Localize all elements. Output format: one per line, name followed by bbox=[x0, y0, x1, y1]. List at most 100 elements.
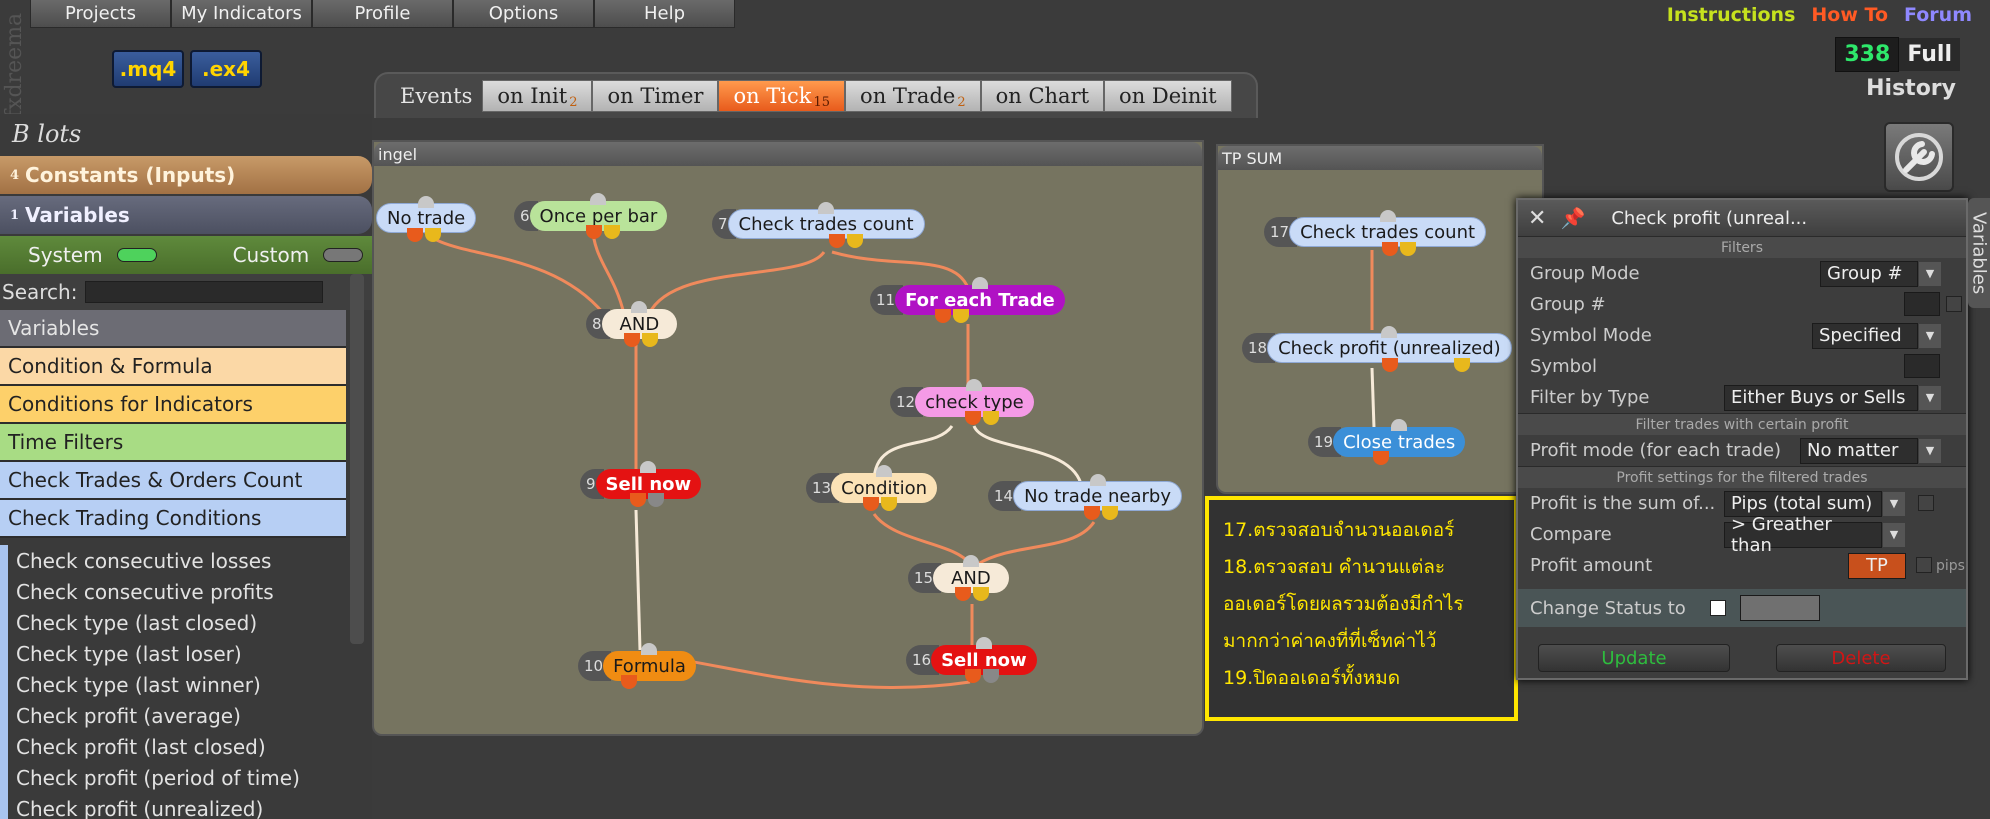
constants-section[interactable]: 4 Constants (Inputs) bbox=[0, 156, 372, 194]
status-color-swatch[interactable] bbox=[1740, 595, 1820, 621]
tab-on-chart[interactable]: on Chart bbox=[980, 80, 1105, 112]
search-input[interactable] bbox=[85, 281, 324, 303]
tab-label: on Trade bbox=[860, 84, 956, 108]
menu-projects[interactable]: Projects bbox=[30, 0, 171, 28]
group-number-checkbox[interactable] bbox=[1946, 296, 1962, 312]
list-item[interactable]: Check type (last loser) bbox=[16, 641, 242, 666]
field-label: Profit is the sum of... bbox=[1530, 493, 1716, 514]
node-no-trade-nearby[interactable]: 14 No trade nearby bbox=[988, 474, 1182, 520]
node-check-profit-18[interactable]: 18 Check profit (unrealized) bbox=[1242, 326, 1512, 372]
symbol-mode-select[interactable]: Specified▼ bbox=[1812, 322, 1941, 349]
left-scrollbar[interactable] bbox=[350, 274, 364, 644]
wrench-icon[interactable] bbox=[1884, 122, 1954, 192]
group-mode-select[interactable]: Group #▼ bbox=[1820, 260, 1941, 287]
pips-checkbox[interactable] bbox=[1916, 557, 1932, 573]
tab-on-timer[interactable]: on Timer bbox=[592, 80, 719, 112]
menu-help[interactable]: Help bbox=[594, 0, 735, 28]
node-sell-now-9[interactable]: 9 Sell now bbox=[580, 461, 702, 507]
project-title: B lots bbox=[12, 120, 82, 148]
node-text: Check trades count bbox=[738, 213, 914, 235]
list-item[interactable]: Check profit (unrealized) bbox=[16, 796, 264, 819]
instructions-link[interactable]: Instructions bbox=[1666, 4, 1796, 26]
forum-link[interactable]: Forum bbox=[1904, 4, 1972, 26]
dialog-titlebar[interactable]: ✕ 📌 Check profit (unreal... bbox=[1518, 200, 1966, 236]
close-icon[interactable]: ✕ bbox=[1528, 205, 1547, 231]
variables-section[interactable]: 1 Variables bbox=[0, 196, 372, 234]
node-sell-now-16[interactable]: 16 Sell now bbox=[906, 637, 1037, 683]
ex4-button[interactable]: .ex4 bbox=[190, 50, 262, 88]
update-button[interactable]: Update bbox=[1538, 644, 1730, 672]
category-check-trades-orders-count[interactable]: Check Trades & Orders Count bbox=[0, 462, 346, 500]
node-no-trade[interactable]: No trade bbox=[376, 196, 477, 242]
compare-select[interactable]: > Greather than▼ bbox=[1724, 514, 1905, 556]
menu-my-indicators[interactable]: My Indicators bbox=[171, 0, 312, 28]
full-button[interactable]: Full bbox=[1899, 37, 1960, 71]
node-text: Sell now bbox=[605, 473, 692, 495]
category-check-trading-conditions[interactable]: Check Trading Conditions bbox=[0, 500, 346, 538]
list-item[interactable]: Check consecutive losses bbox=[16, 548, 272, 573]
category-time-filters[interactable]: Time Filters bbox=[0, 424, 346, 462]
counter-value: 338 bbox=[1835, 36, 1900, 72]
section-profit-filter: Filter trades with certain profit bbox=[1518, 413, 1966, 435]
menu-options[interactable]: Options bbox=[453, 0, 594, 28]
list-item[interactable]: Check type (last closed) bbox=[16, 610, 258, 635]
mq4-button[interactable]: .mq4 bbox=[112, 50, 184, 88]
tab-label: on Deinit bbox=[1119, 84, 1217, 108]
system-label: System bbox=[28, 243, 103, 267]
pin-icon[interactable]: 📌 bbox=[1560, 206, 1586, 230]
node-label: Formula bbox=[603, 643, 696, 689]
node-check-type[interactable]: 12 check type bbox=[890, 379, 1034, 425]
symbol-input[interactable] bbox=[1904, 354, 1940, 378]
category-variables[interactable]: Variables bbox=[0, 310, 346, 348]
category-condition-formula[interactable]: Condition & Formula bbox=[0, 348, 346, 386]
how-to-link[interactable]: How To bbox=[1811, 4, 1889, 26]
node-check-trades-count[interactable]: 7 Check trades count bbox=[712, 202, 925, 248]
workspace-canvas-tp-sum[interactable]: TP SUM 17 Check trades count 18 Check pr… bbox=[1216, 144, 1544, 494]
history-button[interactable]: History bbox=[1866, 76, 1956, 101]
select-value: Pips (total sum) bbox=[1731, 493, 1873, 514]
list-item[interactable]: Check profit (period of time) bbox=[16, 765, 300, 790]
counter: 338 Full bbox=[1835, 36, 1960, 72]
node-and-15[interactable]: 15 AND bbox=[908, 555, 1009, 601]
profit-sum-checkbox[interactable] bbox=[1918, 495, 1934, 511]
list-item[interactable]: Check profit (last closed) bbox=[16, 734, 266, 759]
workspace-canvas-main[interactable]: ingel No trade 6 Once per bar 7 Check tr… bbox=[372, 140, 1204, 736]
node-condition[interactable]: 13 Condition bbox=[806, 465, 937, 511]
tab-count: 2 bbox=[957, 94, 966, 110]
row-compare: Compare > Greather than▼ bbox=[1518, 514, 1966, 556]
node-close-trades-19[interactable]: 19 Close trades bbox=[1308, 419, 1466, 465]
node-label: Sell now bbox=[595, 461, 702, 507]
custom-toggle[interactable] bbox=[323, 248, 364, 262]
node-text: AND bbox=[619, 313, 660, 335]
list-item[interactable]: Check profit (average) bbox=[16, 703, 241, 728]
profit-mode-select[interactable]: No matter▼ bbox=[1800, 437, 1941, 464]
list-item[interactable]: Check consecutive profits bbox=[16, 579, 274, 604]
filter-type-select[interactable]: Either Buys or Sells▼ bbox=[1724, 384, 1941, 411]
search-label: Search: bbox=[2, 280, 78, 304]
system-toggle[interactable] bbox=[116, 248, 157, 262]
category-conditions-indicators[interactable]: Conditions for Indicators bbox=[0, 386, 346, 424]
chevron-down-icon: ▼ bbox=[1919, 438, 1941, 463]
change-status-checkbox[interactable] bbox=[1710, 600, 1726, 616]
tab-on-deinit[interactable]: on Deinit bbox=[1104, 80, 1232, 112]
node-and-8[interactable]: 8 AND bbox=[586, 301, 678, 347]
group-number-input[interactable] bbox=[1904, 292, 1940, 316]
delete-button[interactable]: Delete bbox=[1776, 644, 1946, 672]
menu-profile[interactable]: Profile bbox=[312, 0, 453, 28]
list-item[interactable]: Check type (last winner) bbox=[16, 672, 261, 697]
profit-sum-select[interactable]: Pips (total sum)▼ bbox=[1724, 490, 1905, 517]
node-check-trades-count-17[interactable]: 17 Check trades count bbox=[1264, 210, 1487, 256]
node-once-per-bar[interactable]: 6 Once per bar bbox=[514, 193, 668, 239]
node-text: No trade nearby bbox=[1024, 485, 1171, 507]
node-label: check type bbox=[915, 379, 1034, 425]
note-line: 18.ตรวจสอบ คำนวนแต่ละ bbox=[1223, 556, 1446, 578]
canvas-title: ingel bbox=[374, 142, 1202, 166]
search-row: Search: bbox=[0, 274, 372, 310]
node-for-each-trade[interactable]: 11 For each Trade bbox=[870, 277, 1065, 323]
variables-side-tab[interactable]: Variables bbox=[1968, 198, 1990, 308]
node-formula[interactable]: 10 Formula bbox=[578, 643, 696, 689]
profit-amount-input[interactable]: TP bbox=[1848, 552, 1906, 579]
